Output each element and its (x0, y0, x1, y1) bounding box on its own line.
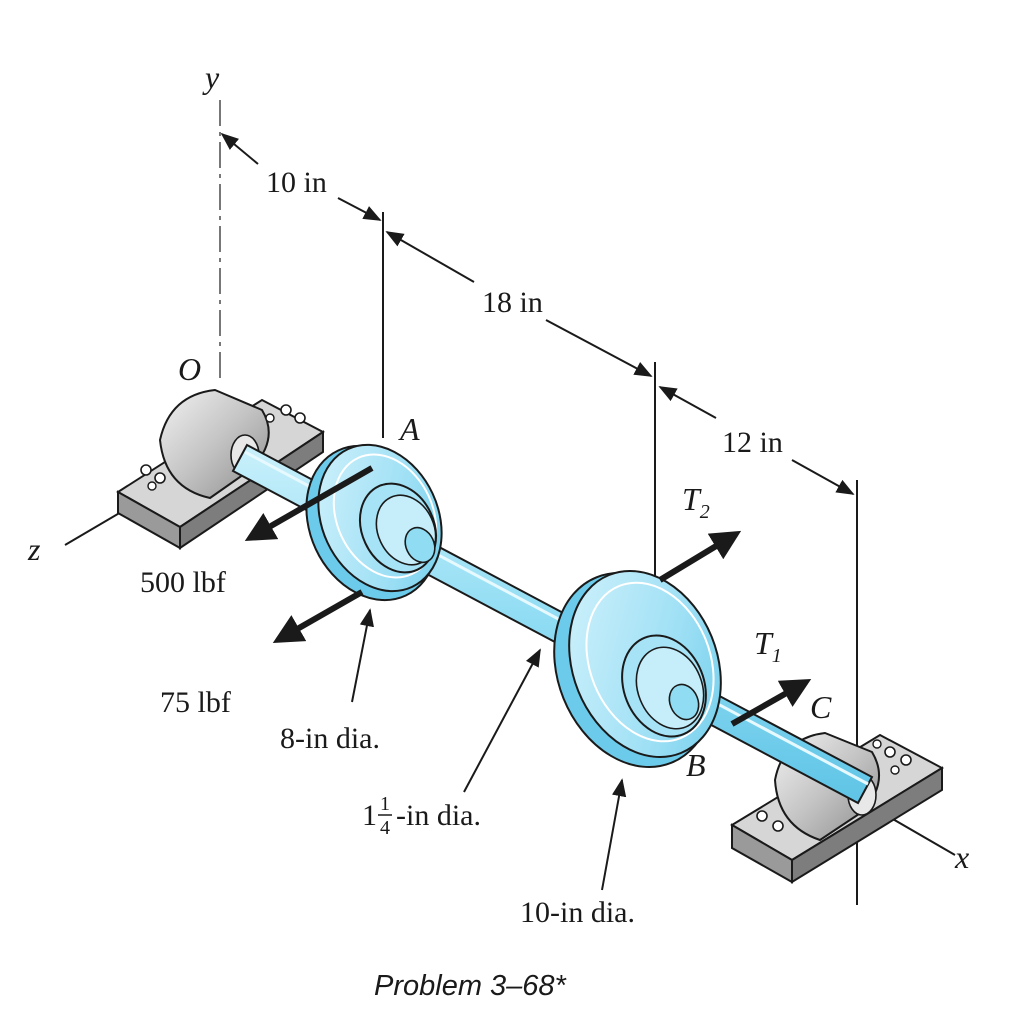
dimension-arrow-12in-left (658, 386, 717, 419)
z-axis-line (64, 507, 129, 546)
axis-label-x: x (954, 839, 969, 875)
force-label-t2: T2 (682, 481, 710, 523)
dimension-arrow-18in-right (545, 319, 653, 377)
point-label-c: C (810, 689, 832, 725)
force-arrow-500lbf (244, 465, 374, 541)
force-arrow-t2 (658, 530, 742, 583)
force-arrow-t1 (730, 679, 812, 727)
dimension-arrow-10in-right (337, 197, 382, 221)
bearing-c (730, 731, 945, 884)
axis-label-z: z (27, 531, 41, 567)
dimension-arrow-18in-left (385, 231, 475, 283)
point-label-o: O (178, 351, 201, 387)
dimension-arrow-10in-left (220, 132, 259, 165)
dimension-arrow-12in-right (791, 459, 855, 495)
dimension-label-12in: 12 in (722, 426, 783, 459)
shaft-dia-rest: -in dia. (396, 799, 481, 832)
diameter-label-pulley-b: 10-in dia. (520, 896, 635, 929)
point-label-b: B (686, 747, 706, 783)
diameter-label-pulley-a: 8-in dia. (280, 722, 380, 755)
leader-8in (351, 608, 374, 703)
leader-10in (601, 778, 627, 891)
point-label-a: A (398, 411, 420, 447)
figure-caption: Problem 3–68* (374, 970, 568, 1002)
shaft-dia-numerator: 1 (380, 793, 390, 815)
dimension-label-18in: 18 in (482, 286, 543, 319)
force-label-75lbf: 75 lbf (160, 686, 231, 719)
axis-label-y: y (202, 59, 220, 95)
dimension-label-10in: 10 in (266, 166, 327, 199)
shaft-dia-denominator: 4 (380, 817, 390, 839)
pulley-b (553, 569, 722, 768)
force-arrow-75lbf (272, 589, 364, 643)
force-label-t1: T1 (754, 625, 782, 667)
force-label-500lbf: 500 lbf (140, 566, 226, 599)
leader-shaft-dia (463, 648, 541, 793)
shaft-dia-whole: 1 (362, 799, 377, 832)
diameter-label-shaft: 1 1 4 -in dia. (362, 793, 481, 839)
